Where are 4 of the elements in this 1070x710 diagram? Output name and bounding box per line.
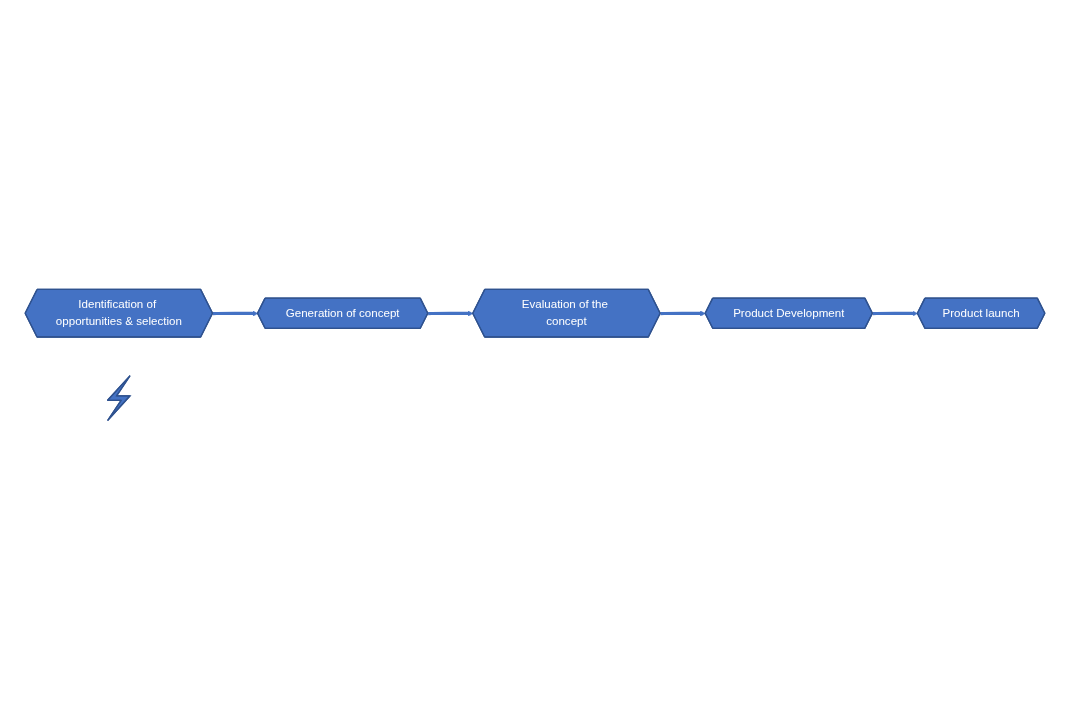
arrow xyxy=(428,310,474,317)
arrow xyxy=(872,310,918,317)
arrow xyxy=(660,310,706,317)
arrow xyxy=(212,310,259,317)
